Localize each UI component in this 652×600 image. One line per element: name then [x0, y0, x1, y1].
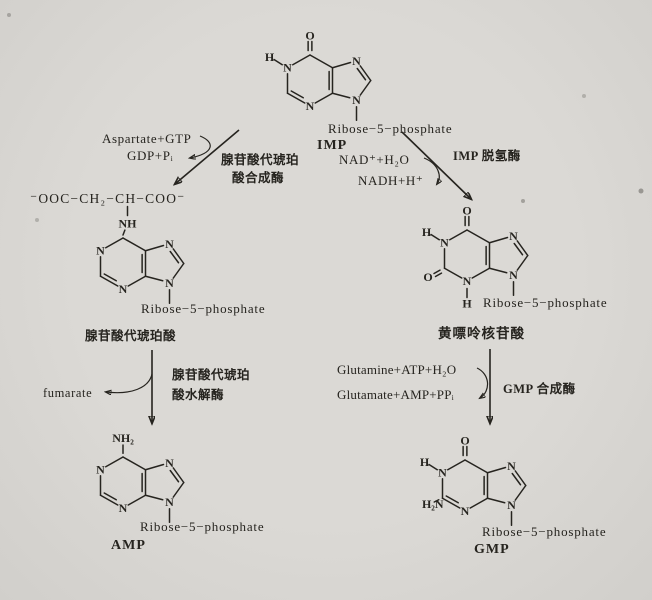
curve-arrow-aspartate-gdp [190, 135, 211, 158]
atom-o6: O [462, 203, 471, 217]
atom-n3: N [119, 501, 128, 515]
amp-purine-ring [99, 444, 185, 523]
amine-link-nh: NH [119, 217, 138, 231]
adenylosuccinate-lyase-line2: 酸水解酶 [172, 388, 225, 402]
atom-o2: O [423, 270, 432, 284]
amp-title: AMP [111, 538, 146, 553]
gmp-synthetase-label: GMP 合成酶 [503, 382, 576, 396]
adenylosuccinate-synthetase-line1: 腺苷酸代琥珀 [221, 153, 300, 167]
gmp-amine: H₂N [422, 497, 444, 511]
atom-n9: N [165, 276, 174, 290]
atom-o6: O [305, 28, 314, 42]
aspartate-gtp-label: Aspartate+GTP [102, 131, 192, 146]
molecule-amp-structure: NH₂ N N N N [96, 431, 185, 523]
gmp-ribose-label: Ribose−5−phosphate [482, 524, 607, 539]
fumarate-label: fumarate [43, 386, 93, 400]
molecule-xmp-structure: O H O H N N N N [422, 203, 529, 310]
atom-n3: N [461, 504, 470, 518]
adenylosuccinate-synthetase-line2: 酸合成酶 [232, 171, 285, 185]
nadh-h-label: NADH+H⁺ [358, 173, 424, 188]
atom-n7: N [507, 459, 516, 473]
curve-arrow-fumarate [106, 373, 153, 393]
atom-h1: H [422, 225, 432, 239]
succinate-chain: ⁻OOC−CH₂−CH−COO⁻ [30, 191, 186, 206]
imp-ribose-label: Ribose−5−phosphate [328, 121, 453, 136]
atom-n1: N [96, 244, 105, 258]
curve-arrow-nad-nadh [423, 157, 439, 184]
adenylosuccinate-ribose-label: Ribose−5−phosphate [141, 301, 266, 316]
nad-h2o-label: NAD⁺+H₂O [339, 152, 410, 167]
imp-purine-ring [273, 40, 372, 121]
adenylosuccinate-purine-ring [99, 205, 185, 304]
atom-h3: H [462, 296, 472, 310]
molecule-gmp-structure: O H H₂N N N N N [420, 433, 527, 526]
atom-h1: H [420, 455, 430, 469]
adenylosuccinate-lyase-line1: 腺苷酸代琥珀 [172, 368, 251, 382]
gmp-title: GMP [474, 542, 510, 557]
glutamate-amp-label: Glutamate+AMP+PPᵢ [337, 387, 454, 402]
atom-n3: N [119, 282, 128, 296]
amp-amine: NH₂ [112, 431, 134, 445]
molecule-imp-structure: O H N N N N [265, 28, 372, 121]
curve-arrow-glutamine-glutamate [476, 367, 489, 398]
gdp-pi-label: GDP+Pᵢ [127, 148, 174, 163]
glutamine-atp-label: Glutamine+ATP+H₂O [337, 362, 457, 377]
molecule-adenylosuccinate-structure: NH N N N N [96, 205, 185, 304]
arrow-imp-to-xmp [401, 131, 471, 199]
atom-n1: N [438, 466, 447, 480]
atom-n1: N [96, 463, 105, 477]
xmp-ribose-label: Ribose−5−phosphate [483, 295, 608, 310]
amp-ribose-label: Ribose−5−phosphate [140, 519, 265, 534]
xmp-purine-ring [430, 215, 529, 299]
atom-n7: N [509, 229, 518, 243]
atom-n1: N [283, 61, 292, 75]
atom-n1: N [440, 236, 449, 250]
imp-dehydrogenase-label: IMP 脱氢酶 [453, 149, 521, 163]
arrow-imp-to-adenylosuccinate [175, 129, 240, 184]
atom-n7: N [165, 456, 174, 470]
atom-n9: N [507, 498, 516, 512]
scan-specks [0, 0, 2, 2]
atom-n9: N [509, 268, 518, 282]
adenylosuccinate-title: 腺苷酸代琥珀酸 [85, 329, 177, 343]
atom-n7: N [352, 54, 361, 68]
atom-n9: N [352, 93, 361, 107]
atom-n7: N [165, 237, 174, 251]
atom-n3: N [463, 274, 472, 288]
atom-n9: N [165, 495, 174, 509]
atom-h1: H [265, 50, 275, 64]
imp-title: IMP [317, 138, 348, 153]
atom-o6: O [460, 433, 469, 447]
xmp-title: 黄嘌呤核苷酸 [438, 326, 525, 341]
atom-n3: N [306, 99, 315, 113]
gmp-purine-ring [428, 445, 527, 526]
